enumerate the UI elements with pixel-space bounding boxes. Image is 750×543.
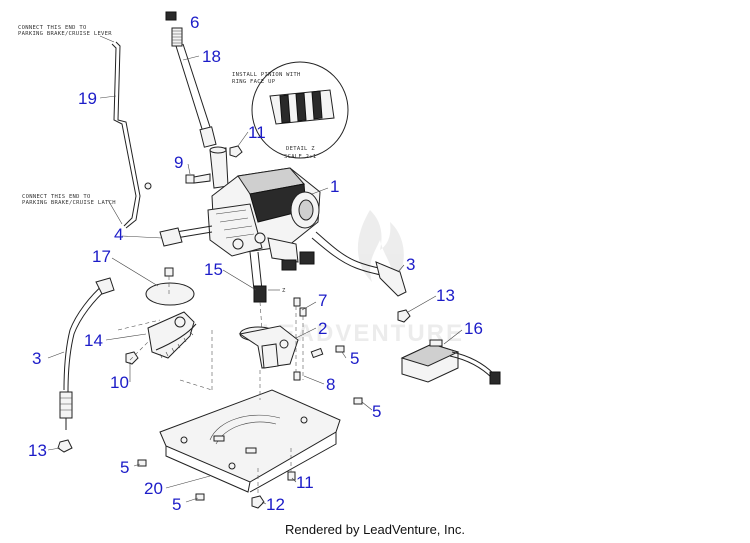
callout-7: 7 bbox=[318, 291, 327, 310]
callout-6: 6 bbox=[190, 13, 199, 32]
callout-11-top: 11 bbox=[248, 123, 266, 142]
detail-note-line-2: RING FACE UP bbox=[232, 79, 276, 85]
cable-left bbox=[57, 277, 115, 453]
callout-13-left: 13 bbox=[28, 441, 47, 460]
callout-15: 15 bbox=[204, 260, 223, 279]
callout-9: 9 bbox=[174, 153, 183, 172]
detail-title: DETAIL Z bbox=[286, 146, 315, 152]
callout-1: 1 bbox=[330, 177, 339, 196]
detail-scale: SCALE 2:1 bbox=[284, 154, 317, 160]
callout-11-bottom: 11 bbox=[296, 473, 314, 492]
base-plate bbox=[159, 330, 341, 493]
callout-2: 2 bbox=[318, 319, 327, 338]
callout-5-right: 5 bbox=[372, 402, 381, 421]
top-end-note-2: PARKING BRAKE/CRUISE LEVER bbox=[18, 31, 112, 37]
nut-11-top bbox=[229, 145, 243, 158]
steering-shaft bbox=[165, 11, 229, 189]
callout-3-left: 3 bbox=[32, 349, 41, 368]
top-end-note-1: CONNECT THIS END TO bbox=[18, 25, 87, 31]
callout-16: 16 bbox=[464, 319, 483, 338]
steering-motor-assembly bbox=[159, 167, 407, 297]
detail-z: INSTALL PINION WITH RING FACE UP DETAIL … bbox=[232, 61, 349, 160]
callout-10: 10 bbox=[110, 373, 129, 392]
callout-5-mid: 5 bbox=[350, 349, 359, 368]
bottom-end-note-2: PARKING BRAKE/CRUISE LATCH bbox=[22, 200, 116, 206]
mounting-bracket bbox=[238, 297, 345, 381]
footer-credit: Rendered by LeadVenture, Inc. bbox=[285, 522, 465, 537]
leader-lines bbox=[47, 55, 463, 505]
nut-13-right bbox=[397, 309, 411, 323]
callout-20: 20 bbox=[144, 479, 163, 498]
callout-14: 14 bbox=[84, 331, 103, 350]
z-marker: Z bbox=[282, 288, 286, 294]
control-module bbox=[400, 339, 501, 385]
watermark-flame-icon bbox=[357, 210, 404, 286]
callout-4: 4 bbox=[114, 225, 123, 244]
sector-gear bbox=[117, 311, 197, 365]
callout-19: 19 bbox=[78, 89, 97, 108]
callout-18: 18 bbox=[202, 47, 221, 66]
callout-17: 17 bbox=[92, 247, 111, 266]
callout-8: 8 bbox=[326, 375, 335, 394]
cover-plate bbox=[145, 267, 195, 306]
callout-5-left: 5 bbox=[120, 458, 129, 477]
bottom-end-note-1: CONNECT THIS END TO bbox=[22, 194, 91, 200]
detail-note-line-1: INSTALL PINION WITH bbox=[232, 72, 301, 78]
callout-12: 12 bbox=[266, 495, 285, 514]
pinion-gear: Z bbox=[253, 285, 286, 331]
callouts: 6 18 19 11 9 1 4 3 17 15 13 7 16 2 14 5 … bbox=[28, 13, 483, 514]
fasteners bbox=[137, 397, 363, 509]
callout-3-right: 3 bbox=[406, 255, 415, 274]
callout-5-bottom: 5 bbox=[172, 495, 181, 514]
callout-13-right: 13 bbox=[436, 286, 455, 305]
brake-rod: CONNECT THIS END TO PARKING BRAKE/CRUISE… bbox=[18, 25, 152, 229]
bolt-9 bbox=[185, 173, 211, 184]
